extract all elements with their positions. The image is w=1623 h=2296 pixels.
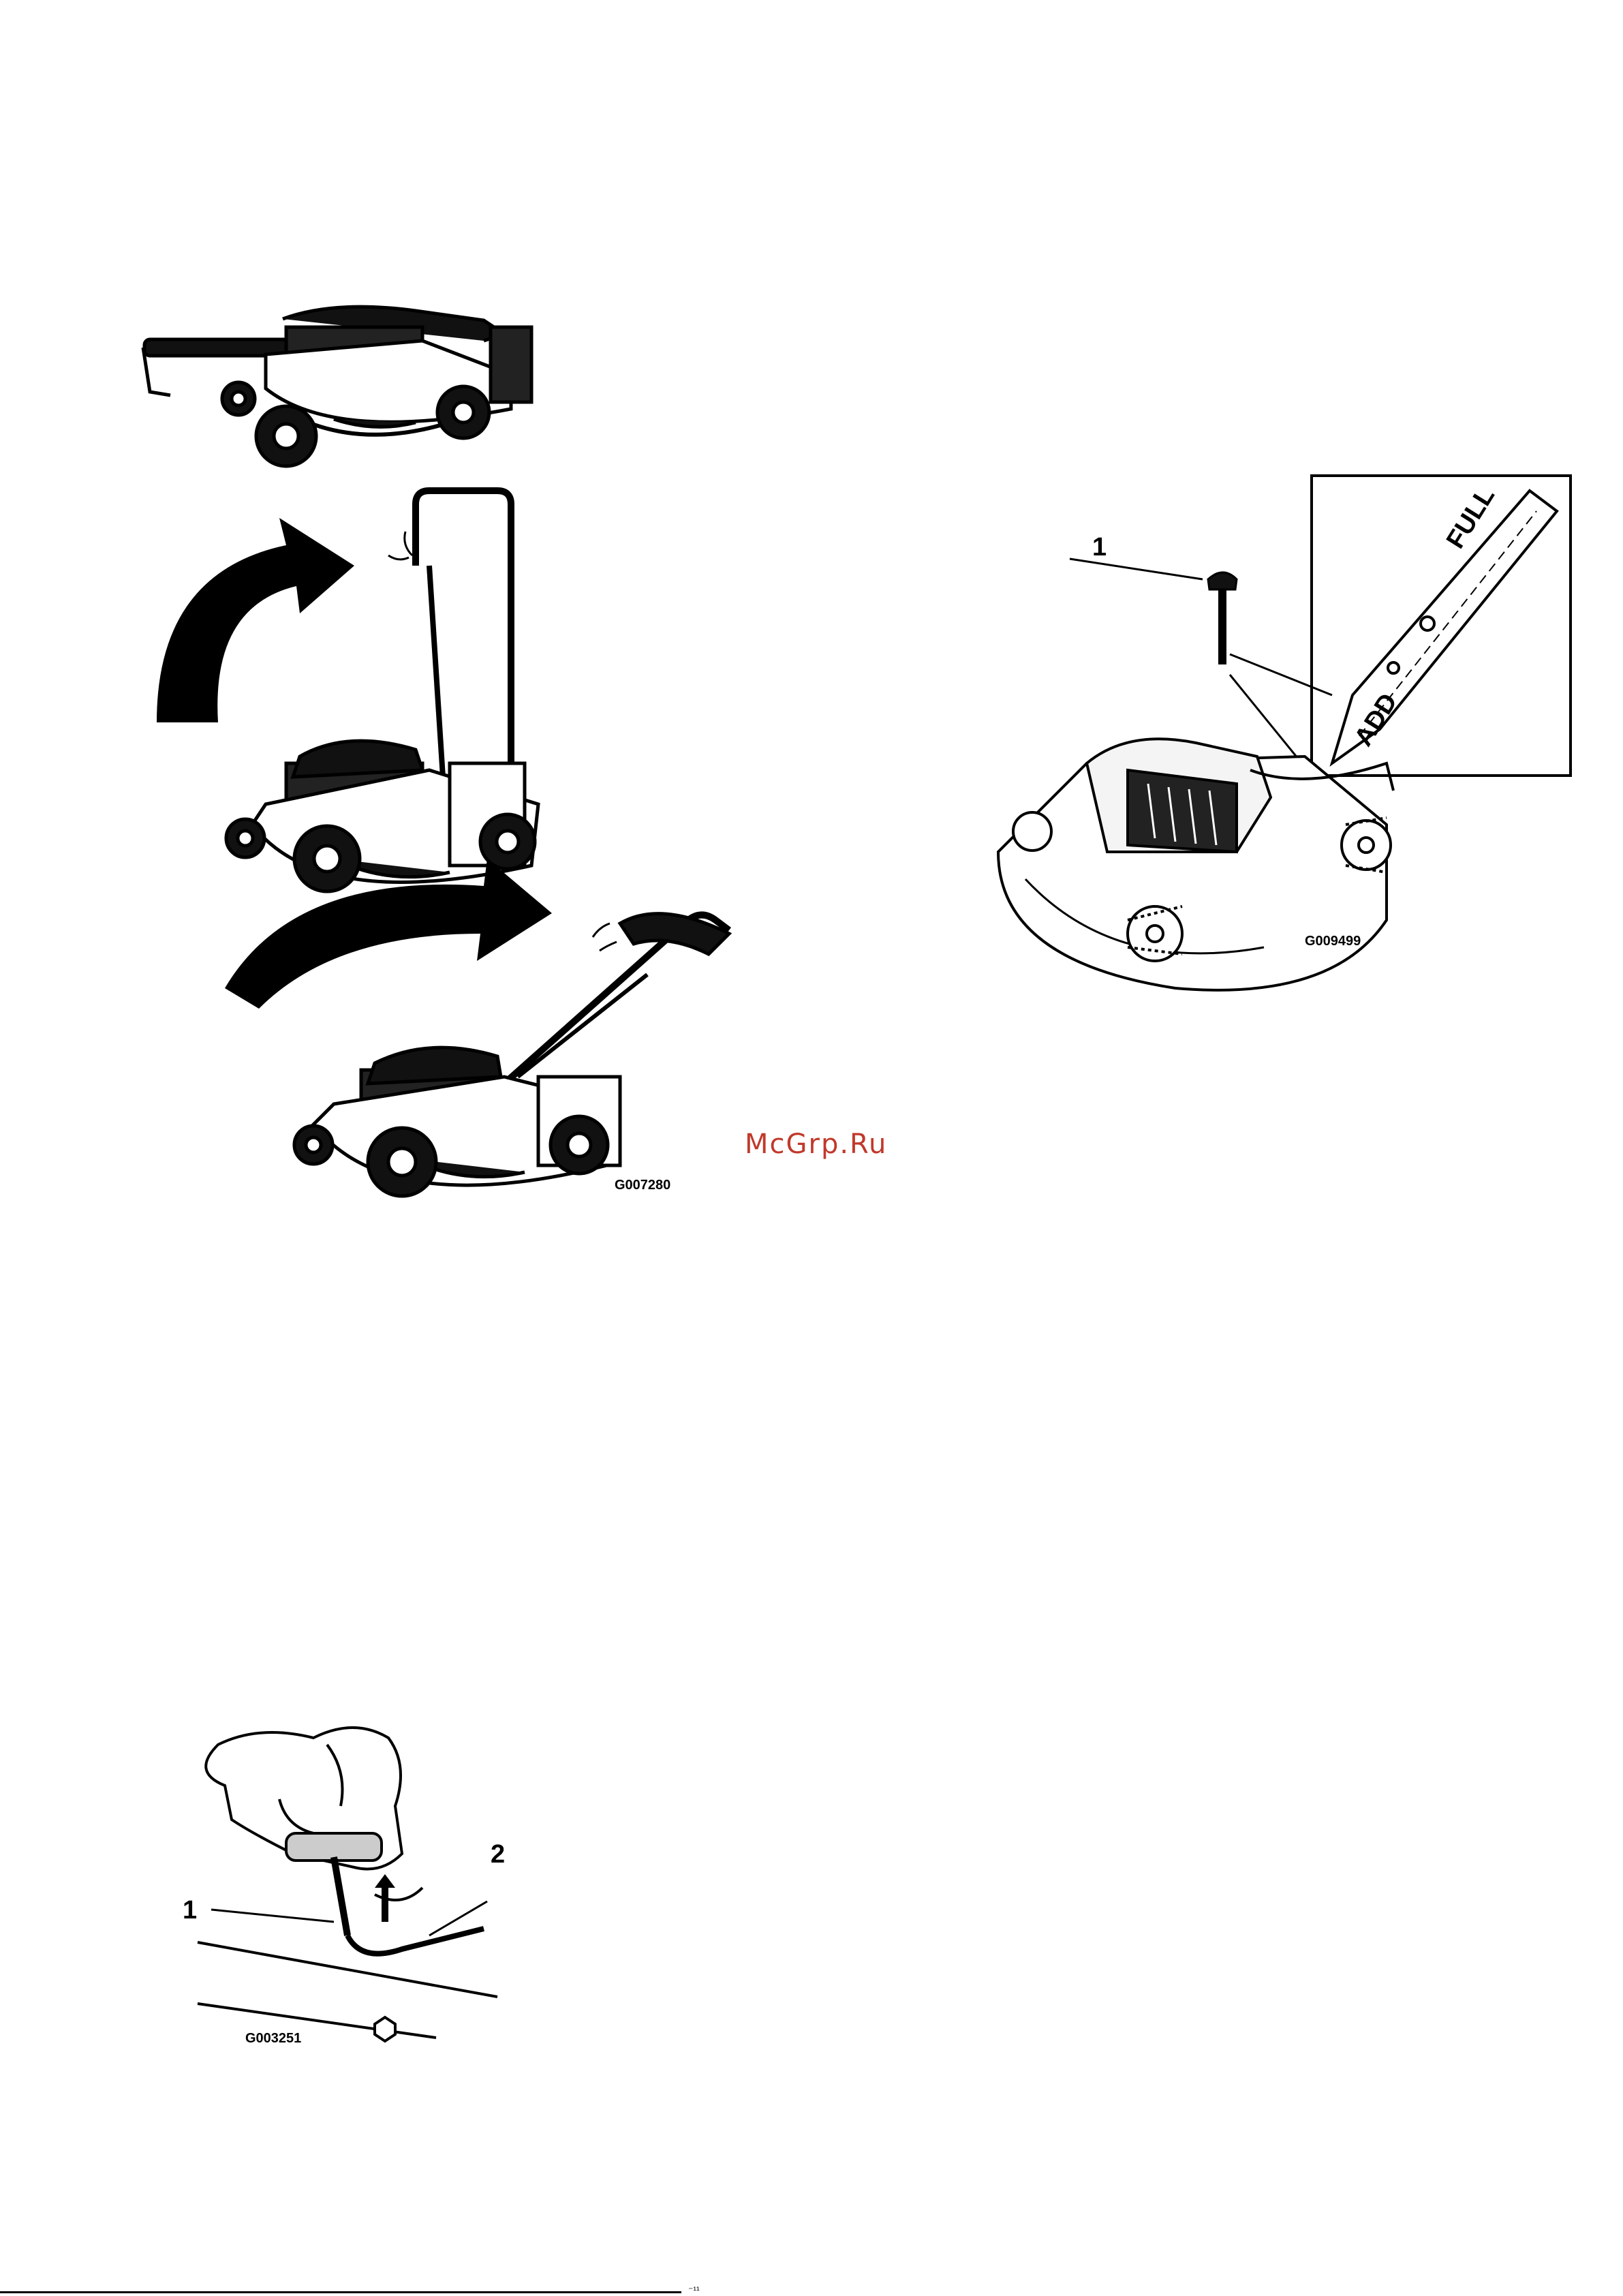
callout-1: 1 (183, 1896, 197, 1925)
figure-code: G003251 (245, 2031, 301, 2047)
footer-mark: ⁻¹¹ (688, 2284, 700, 2296)
spark-plug-illustration (177, 1717, 531, 2058)
pull-up-arrow (375, 1874, 395, 1922)
watermark-text: McGrp.Ru (745, 1129, 887, 1160)
mower-outline (998, 739, 1393, 990)
callout-2: 2 (491, 1840, 505, 1869)
figure-code: G007280 (615, 1178, 670, 1193)
dipstick-illustration (950, 470, 1577, 1002)
operating-handle-mower-illustration (294, 914, 729, 1196)
mower-illustrations (129, 286, 756, 1240)
dipstick-cap (1208, 572, 1237, 590)
handle-unfold-figure: G007280 (129, 286, 756, 1240)
figure-code: G009499 (1305, 934, 1361, 949)
footer-rule (0, 2291, 681, 2293)
oil-dipstick-figure: 1 FULL ADD G009499 (950, 470, 1577, 1002)
rotate-up-arrow (157, 518, 354, 722)
folded-mower-illustration (143, 307, 531, 466)
callout-1-leader (1070, 559, 1203, 579)
callout-1: 1 (1092, 533, 1107, 562)
spark-plug-wire-figure: 1 2 G003251 (177, 1717, 531, 2058)
